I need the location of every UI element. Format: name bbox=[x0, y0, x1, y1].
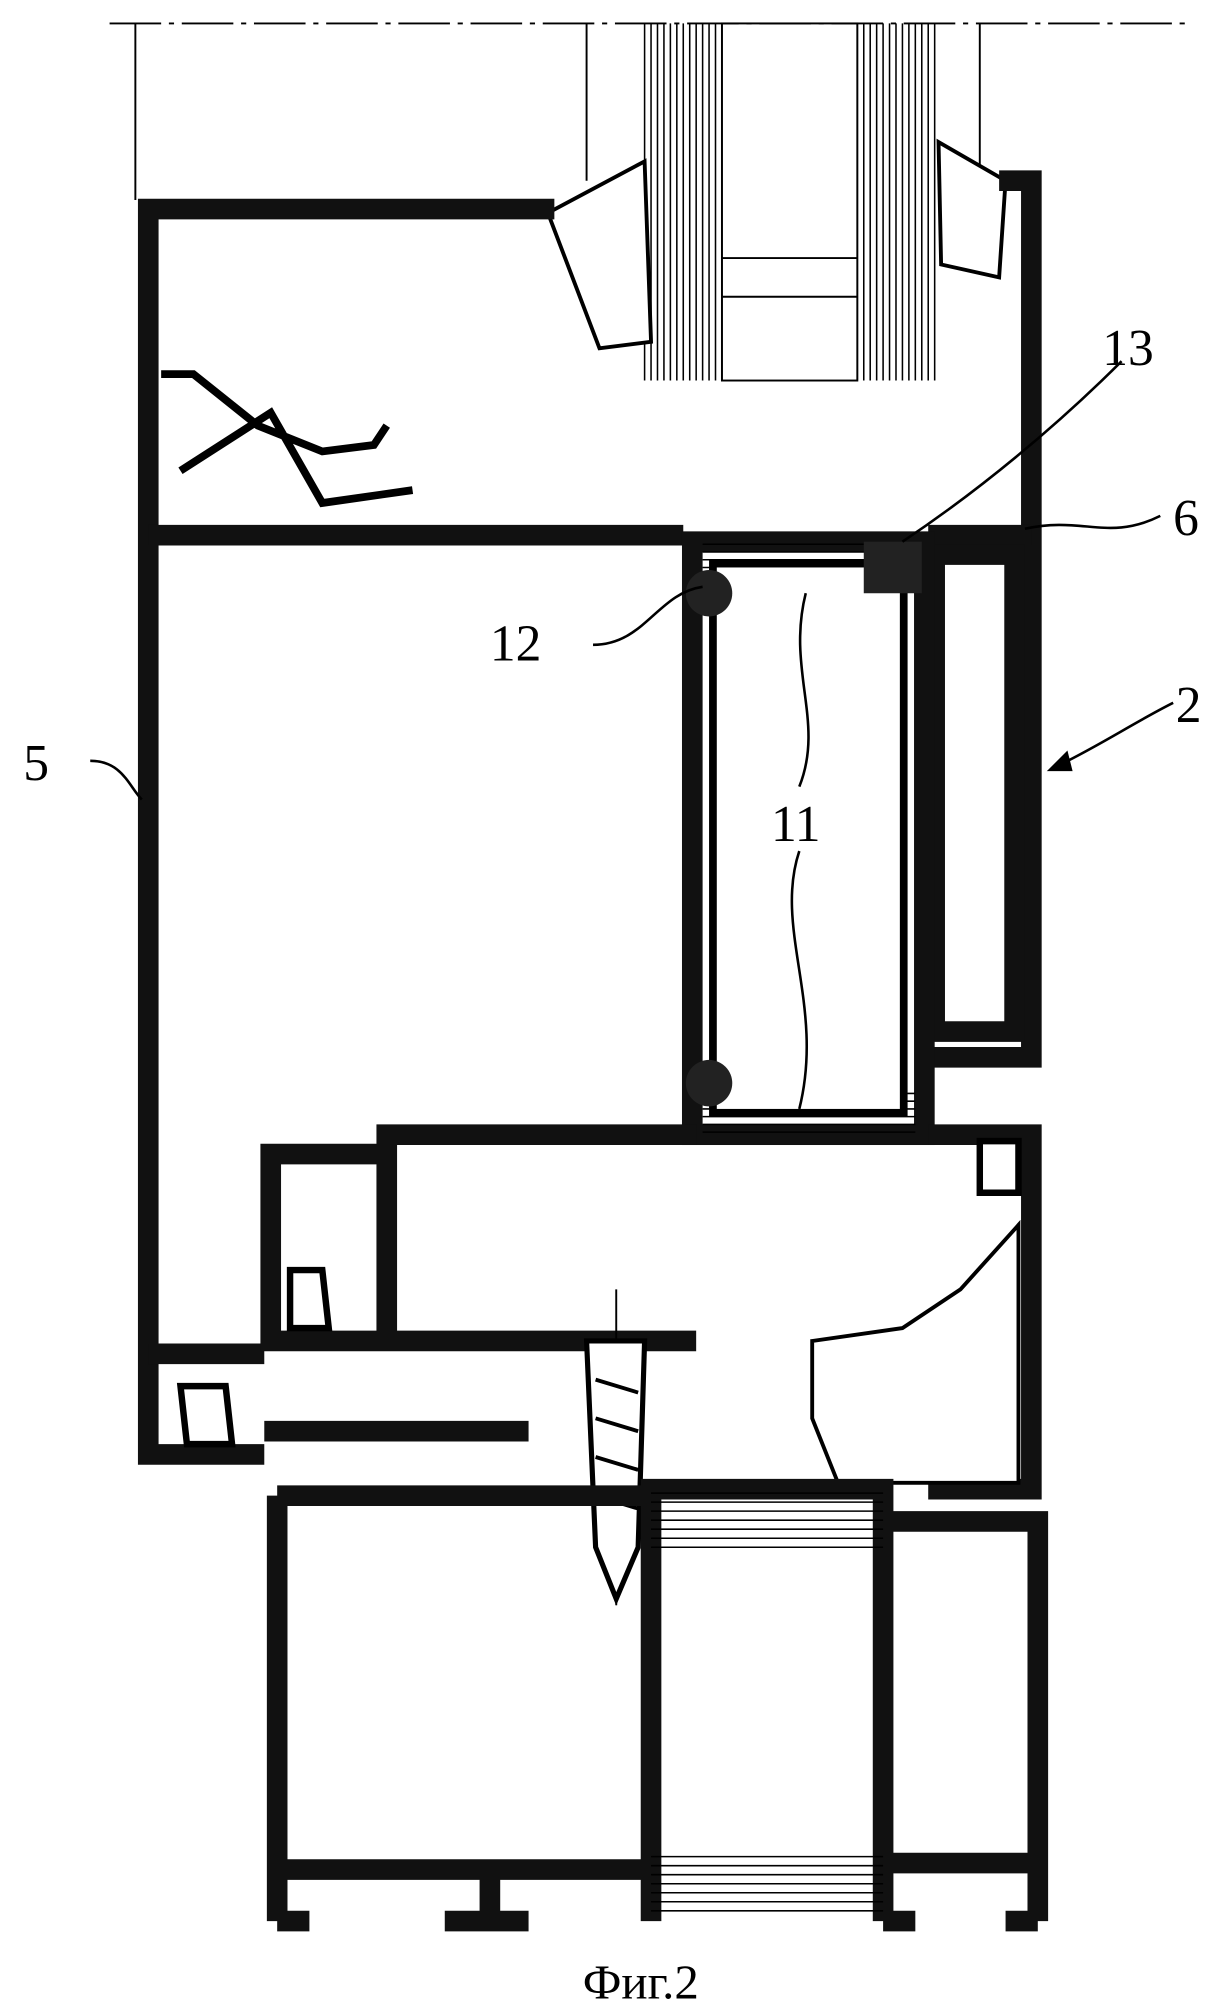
leader-13 bbox=[902, 361, 1121, 541]
bead bbox=[686, 1060, 732, 1106]
label-12: 12 bbox=[490, 615, 542, 672]
frame-profile-5 bbox=[148, 209, 554, 1454]
arrow-2 bbox=[1047, 751, 1073, 772]
figure-caption: Фиг.2 bbox=[583, 1954, 699, 2009]
bead-13 bbox=[864, 542, 922, 594]
glazing-gasket bbox=[548, 161, 651, 348]
profile-chamber bbox=[935, 555, 1015, 1032]
leader-6 bbox=[1025, 516, 1160, 529]
hardware-fitting bbox=[161, 374, 412, 503]
label-13: 13 bbox=[1102, 320, 1154, 377]
label-6: 6 bbox=[1173, 490, 1199, 547]
glazing-gasket bbox=[939, 142, 1006, 277]
glass-spacer bbox=[722, 23, 857, 380]
bead-12 bbox=[686, 570, 732, 616]
glass-pane-left bbox=[645, 23, 722, 380]
seal bbox=[180, 1386, 232, 1444]
label-2: 2 bbox=[1176, 677, 1202, 734]
insulating-strip-bottom bbox=[651, 1493, 883, 1547]
seal bbox=[290, 1270, 329, 1328]
label-11: 11 bbox=[771, 796, 821, 853]
lower-sash-profile bbox=[271, 1135, 696, 1341]
leader-5 bbox=[90, 761, 142, 800]
insulating-strip-bottom bbox=[651, 1857, 883, 1911]
label-5: 5 bbox=[23, 735, 49, 792]
leader-2 bbox=[1055, 703, 1174, 767]
seal bbox=[980, 1141, 1019, 1193]
glass-pane-right bbox=[857, 23, 934, 380]
sealing-gasket bbox=[812, 1225, 1018, 1483]
